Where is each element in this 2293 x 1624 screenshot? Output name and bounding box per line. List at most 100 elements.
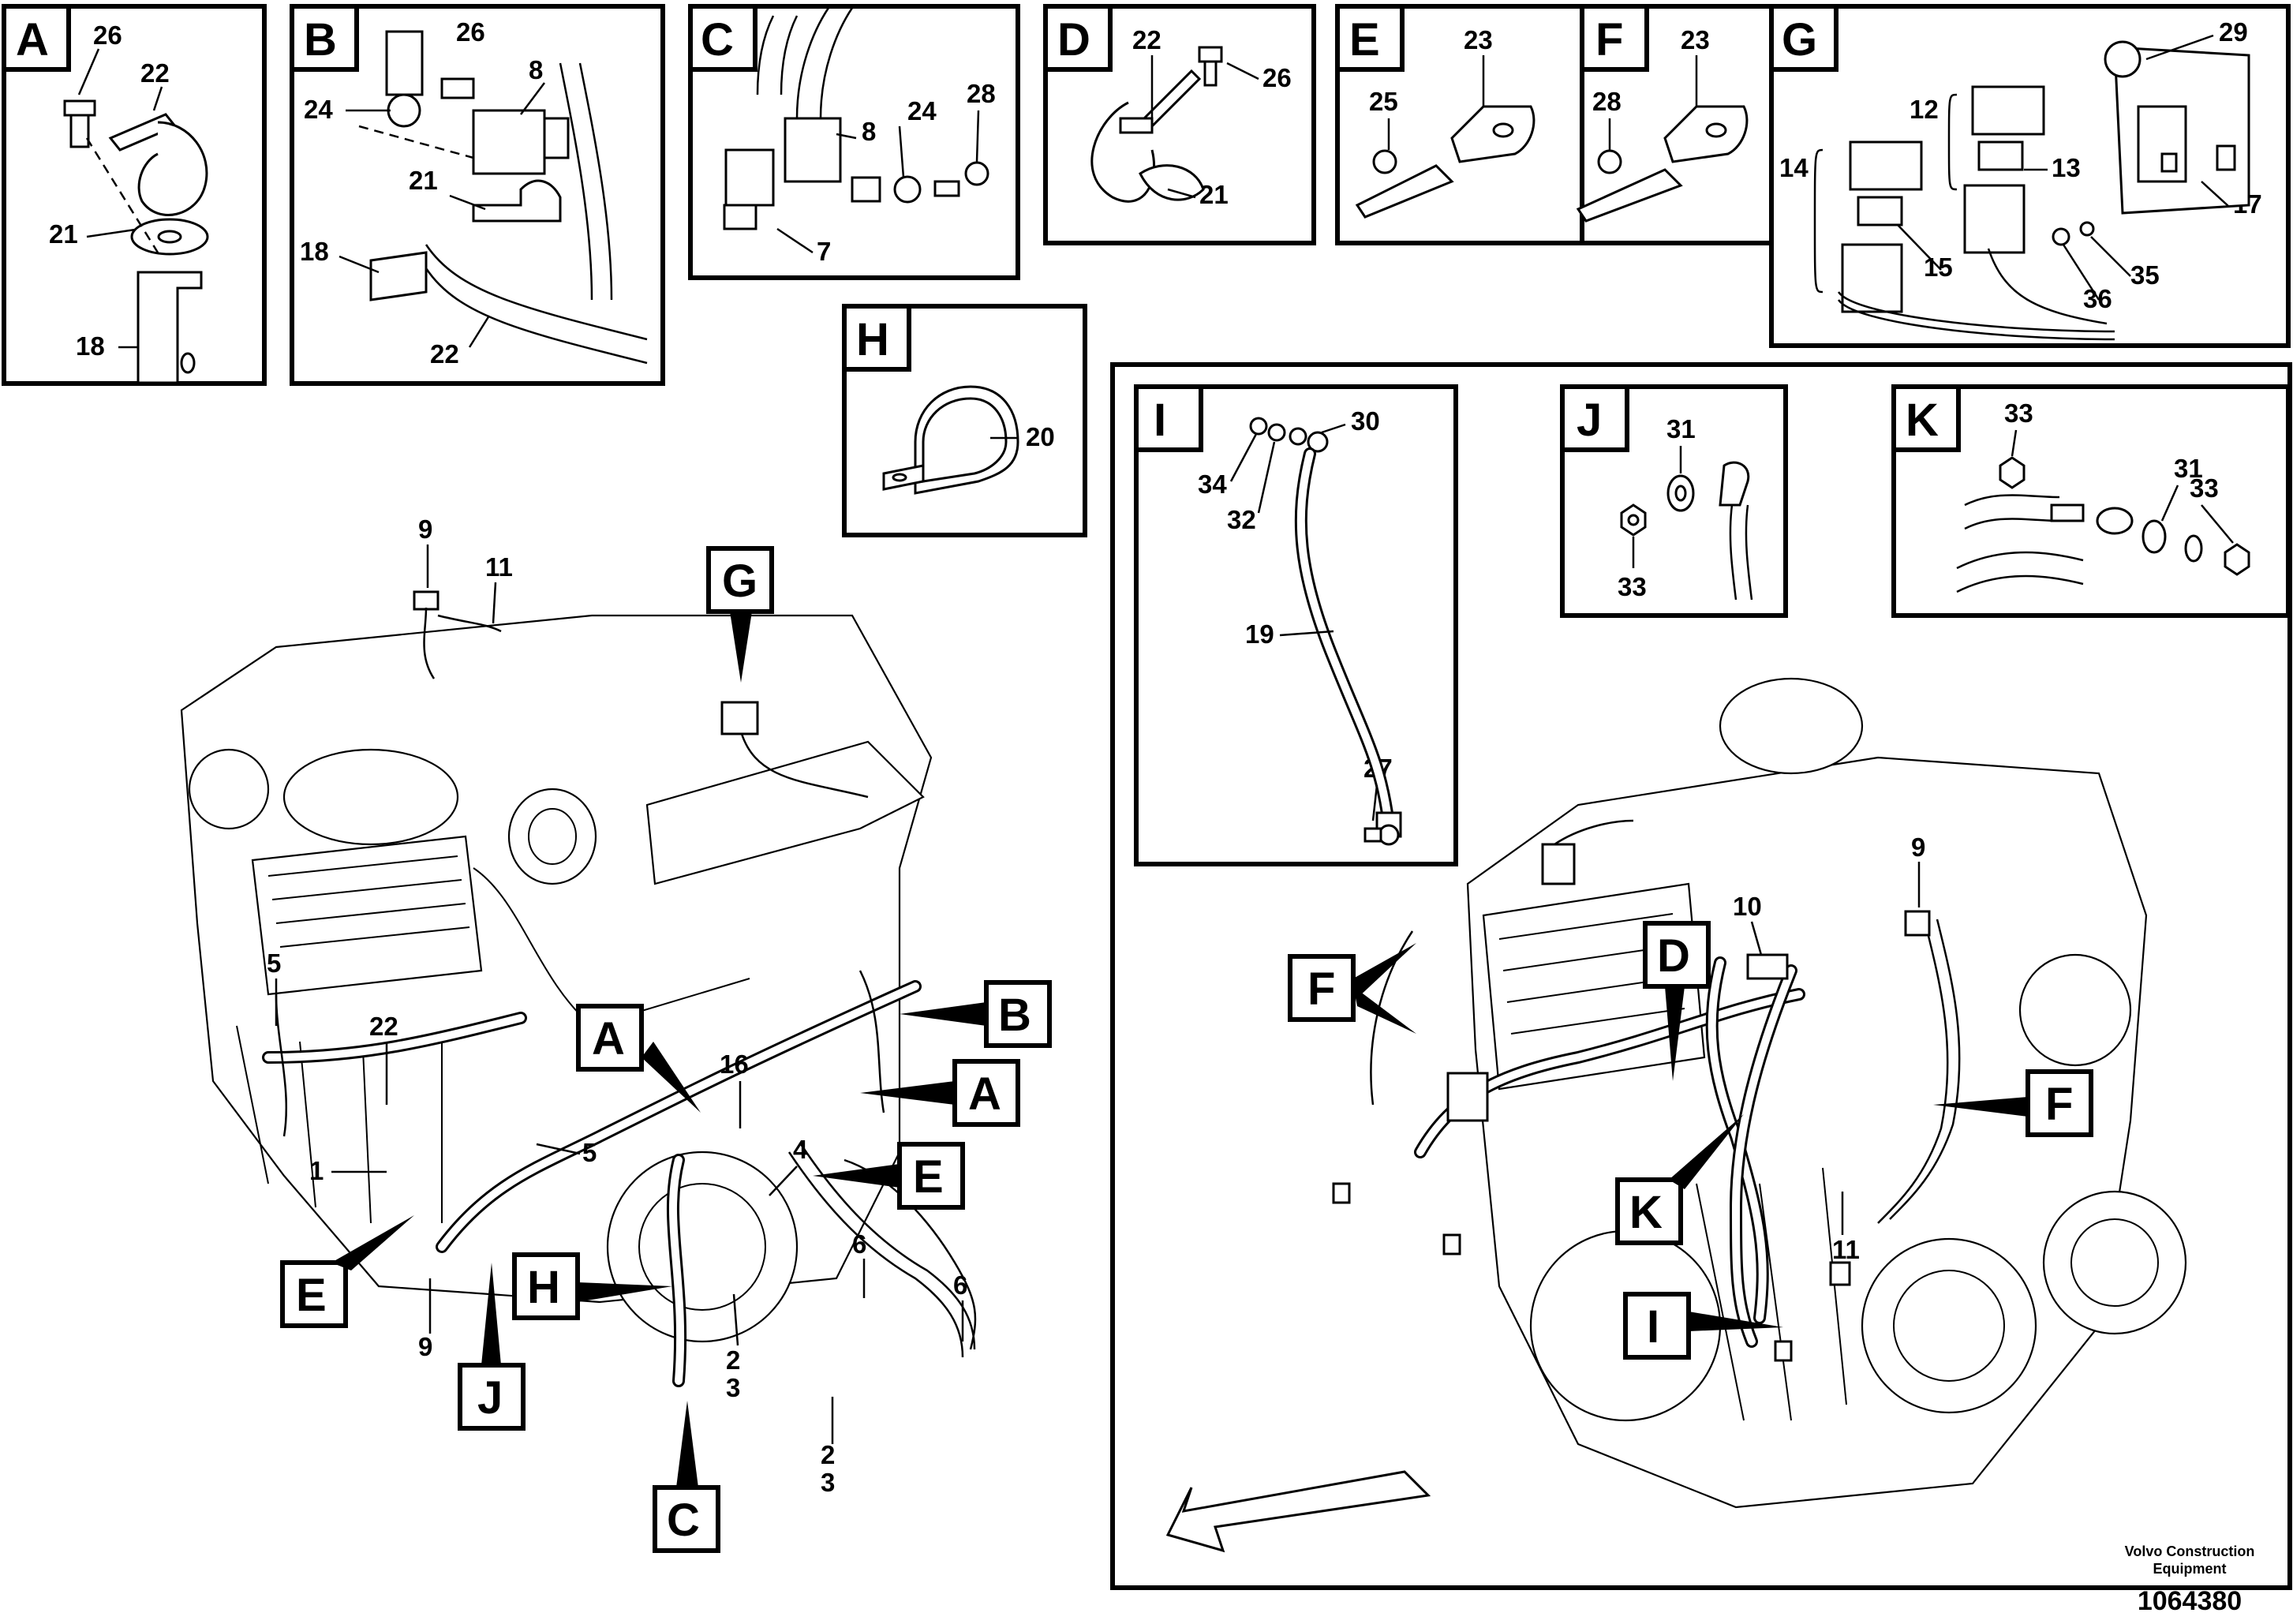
callout-35: 35 xyxy=(2130,260,2160,290)
callout-8c: 8 xyxy=(862,117,876,146)
detail-panel-f: F 23 28 xyxy=(1576,4,1774,245)
callout-9-bottom: 9 xyxy=(418,1332,432,1361)
callout-33j: 33 xyxy=(1618,572,1647,601)
tag-e-left: E xyxy=(296,1270,327,1321)
callout-23f: 23 xyxy=(1681,25,1710,54)
callout-26: 26 xyxy=(93,21,122,50)
left-engine-illustration xyxy=(180,590,977,1387)
callout-4: 4 xyxy=(793,1135,808,1164)
tag-c: C xyxy=(667,1495,700,1546)
detail-panel-c: C 8 24 28 7 xyxy=(688,4,1020,280)
callout-7: 7 xyxy=(817,237,831,266)
callout-1: 1 xyxy=(309,1156,324,1185)
callout-11-top: 11 xyxy=(485,552,513,582)
callout-31k: 31 xyxy=(2174,454,2203,483)
detail-panel-e: E 23 25 xyxy=(1335,4,1584,245)
detail-label-c: C xyxy=(701,14,734,65)
tag-a-right: A xyxy=(968,1068,1001,1120)
detail-panel-g: G 29 12 13 14 15 17 35 36 xyxy=(1769,4,2291,348)
tag-h: H xyxy=(527,1262,560,1313)
callout-21: 21 xyxy=(49,219,78,249)
right-engine-frame xyxy=(1110,362,2292,1590)
detail-label-h: H xyxy=(856,314,889,365)
document-number: 1064380 xyxy=(2138,1586,2242,1616)
callout-26d: 26 xyxy=(1262,63,1292,92)
callout-28f: 28 xyxy=(1592,87,1622,116)
tag-g: G xyxy=(722,556,757,607)
callout-22: 22 xyxy=(140,58,170,88)
callout-32: 32 xyxy=(1227,505,1256,534)
callout-20: 20 xyxy=(1026,422,1055,451)
detail-label-a: A xyxy=(16,14,49,65)
detail-label-k: K xyxy=(1906,395,1939,446)
detail-panel-b: B 26 8 24 21 18 22 xyxy=(290,4,665,386)
detail-label-j: J xyxy=(1577,395,1602,446)
footer: Volvo Construction Equipment 1064380 xyxy=(2125,1544,2255,1616)
tag-f-right: F xyxy=(2045,1079,2073,1130)
callout-18b: 18 xyxy=(300,237,329,266)
callout-25: 25 xyxy=(1369,87,1398,116)
callout-22d: 22 xyxy=(1132,25,1161,54)
callout-33k2: 33 xyxy=(2190,473,2219,503)
callout-29: 29 xyxy=(2219,17,2248,47)
detail-label-d: D xyxy=(1057,14,1090,65)
detail-panel-a: A 26 22 21 18 xyxy=(2,4,267,386)
company-name-line2: Equipment xyxy=(2153,1561,2227,1577)
detail-panel-h: H 20 xyxy=(842,304,1087,537)
callout-2-center: 2 xyxy=(726,1345,740,1375)
tag-j: J xyxy=(477,1372,503,1424)
callout-3-bottom: 3 xyxy=(821,1468,835,1497)
tag-b: B xyxy=(998,990,1031,1041)
tag-d: D xyxy=(1657,930,1690,982)
callout-21b: 21 xyxy=(409,166,438,195)
tag-k: K xyxy=(1629,1187,1663,1238)
tag-e-right: E xyxy=(913,1151,944,1203)
detail-label-f: F xyxy=(1595,14,1623,65)
callout-9-right: 9 xyxy=(1911,833,1925,862)
callout-26b: 26 xyxy=(456,17,485,47)
callout-24: 24 xyxy=(304,95,333,124)
left-callout-tags: G B A A E E H J C xyxy=(280,546,1052,1553)
callout-10: 10 xyxy=(1733,892,1762,921)
detail-panel-j: J 31 33 xyxy=(1560,384,1788,618)
callout-18: 18 xyxy=(76,331,105,361)
detail-label-g: G xyxy=(1782,14,1817,65)
detail-panel-i: I 30 34 32 19 27 xyxy=(1134,384,1458,866)
callout-23e: 23 xyxy=(1464,25,1493,54)
callout-16: 16 xyxy=(720,1050,749,1079)
direction-arrow xyxy=(1165,1470,1431,1553)
tag-a-center: A xyxy=(592,1013,625,1065)
callout-34: 34 xyxy=(1198,470,1227,499)
callout-12: 12 xyxy=(1910,95,1939,124)
callout-28c: 28 xyxy=(967,79,996,108)
detail-panel-d: D 22 26 21 xyxy=(1043,4,1316,245)
callout-5-center: 5 xyxy=(582,1138,597,1167)
detail-label-i: I xyxy=(1154,395,1166,446)
callout-6-center: 6 xyxy=(852,1229,866,1259)
tag-f-left: F xyxy=(1307,964,1335,1015)
right-callout-tags: F D F K I xyxy=(1288,921,2093,1360)
callout-30: 30 xyxy=(1351,406,1380,436)
callout-19: 19 xyxy=(1245,619,1274,649)
callout-5-left: 5 xyxy=(267,949,281,978)
callout-31j: 31 xyxy=(1666,414,1696,443)
callout-14: 14 xyxy=(1779,153,1809,182)
company-name-line1: Volvo Construction xyxy=(2125,1544,2255,1559)
left-part-callouts: 9 11 5 22 1 5 16 4 6 6 9 2 3 2 3 xyxy=(267,515,967,1497)
callout-22-left: 22 xyxy=(369,1012,398,1041)
callout-33k1: 33 xyxy=(2004,399,2033,428)
callout-3-center: 3 xyxy=(726,1373,740,1402)
callout-2-bottom: 2 xyxy=(821,1440,835,1469)
callout-13: 13 xyxy=(2052,153,2081,182)
detail-panel-k: K 33 31 33 xyxy=(1891,384,2291,618)
callout-11-right: 11 xyxy=(1832,1235,1860,1264)
callout-9-top: 9 xyxy=(418,515,432,544)
tag-i: I xyxy=(1647,1301,1659,1353)
callout-24c: 24 xyxy=(907,96,937,125)
detail-label-b: B xyxy=(304,14,337,65)
right-part-callouts: 9 10 11 xyxy=(1733,833,1925,1264)
detail-label-e: E xyxy=(1349,14,1380,65)
callout-8: 8 xyxy=(529,55,543,84)
callout-22b: 22 xyxy=(430,339,459,369)
